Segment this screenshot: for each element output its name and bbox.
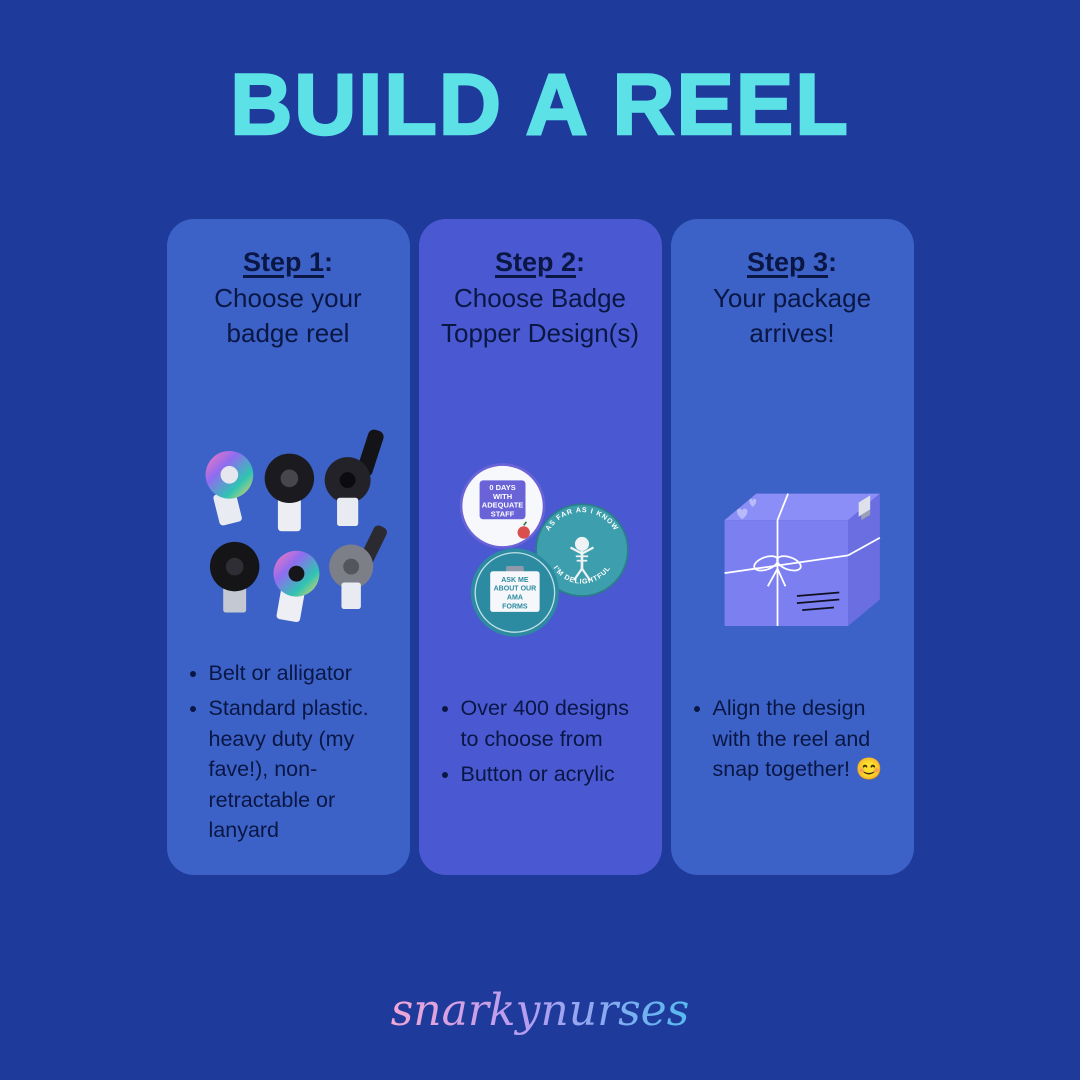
step-2-subtitle: Choose Badge Topper Design(s) [441,283,639,349]
rainbow-reel-2-icon [272,550,319,622]
step-2-bullet-2: Button or acrylic [461,759,642,790]
step-1-colon: : [324,247,334,277]
badge-toppers-image: AS FAR AS I KNOW I'M DELIGHTFUL 0 DAYS W… [459,463,629,637]
step-2-image-area: AS FAR AS I KNOW I'M DELIGHTFUL 0 DAYS W… [439,425,642,677]
step-3-subtitle: Your package arrives! [712,283,872,349]
address-lines [796,591,839,612]
delightful-badge-icon: AS FAR AS I KNOW I'M DELIGHTFUL [534,503,629,597]
step-3-image-area [691,425,894,677]
steps-row: Step 1: Choose your badge reel [0,219,1080,875]
step-3-label: Step 3 [746,247,829,277]
step-3-heading: Step 3: Your package arrives! [691,247,894,425]
step-1-subtitle: Choose your badge reel [214,283,362,349]
step-1-label: Step 1 [242,247,325,277]
staff-line-4: STAFF [490,510,514,519]
step-1-card: Step 1: Choose your badge reel [166,219,410,875]
ama-line-4: FORMS [502,603,528,610]
staff-badge-icon: 0 DAYS WITH ADEQUATE STAFF [459,463,545,549]
step-1-bullets: Belt or alligator Standard plastic. heav… [187,658,390,851]
shipping-label [858,495,870,521]
ama-line-1: ASK ME [501,577,529,584]
step-1-label-line: Step 1: [187,247,390,278]
step-3-colon: : [828,247,838,277]
step-3-label-line: Step 3: [691,247,894,278]
lanyard-reel-icon [324,429,384,526]
step-2-bullet-1: Over 400 designs to choose from [461,693,642,754]
step-1-bullet-2: Standard plastic. heavy duty (my fave!),… [209,693,390,846]
badge-reels-image [205,429,387,622]
staff-line-2: WITH [492,492,511,501]
step-2-colon: : [576,247,586,277]
step-3-bullet-1: Align the design with the reel and snap … [713,693,894,785]
brand-logo: snarkynurses [390,985,690,1036]
heavy-duty-reel-icon [209,541,259,613]
step-1-image-area [187,410,390,642]
ama-badge-icon: ASK ME ABOUT OUR AMA FORMS [470,548,559,637]
page-title: BUILD A REEL [229,56,850,155]
step-2-label: Step 2 [494,247,577,277]
step-2-card: Step 2: Choose Badge Topper Design(s) [418,219,662,875]
package-image [723,493,880,627]
rainbow-reel-icon [205,450,253,526]
step-3-bullets: Align the design with the reel and snap … [691,693,894,790]
gray-reel-icon [328,525,387,609]
step-3-card: Step 3: Your package arrives! [670,219,914,875]
ama-line-3: AMA [506,595,522,602]
gift-box-icon [723,493,880,627]
heart-icon [736,498,756,520]
ama-line-2: ABOUT OUR [493,586,536,593]
step-1-heading: Step 1: Choose your badge reel [187,247,390,410]
step-1-bullet-1: Belt or alligator [209,658,390,689]
step-2-heading: Step 2: Choose Badge Topper Design(s) [439,247,642,425]
black-reel-icon [264,453,314,532]
staff-line-1: 0 DAYS [489,483,515,492]
step-2-bullets: Over 400 designs to choose from Button o… [439,693,642,795]
footer: snarkynurses [0,985,1080,1036]
step-2-label-line: Step 2: [439,247,642,278]
staff-line-3: ADEQUATE [481,501,523,510]
bow-icon [752,555,802,587]
